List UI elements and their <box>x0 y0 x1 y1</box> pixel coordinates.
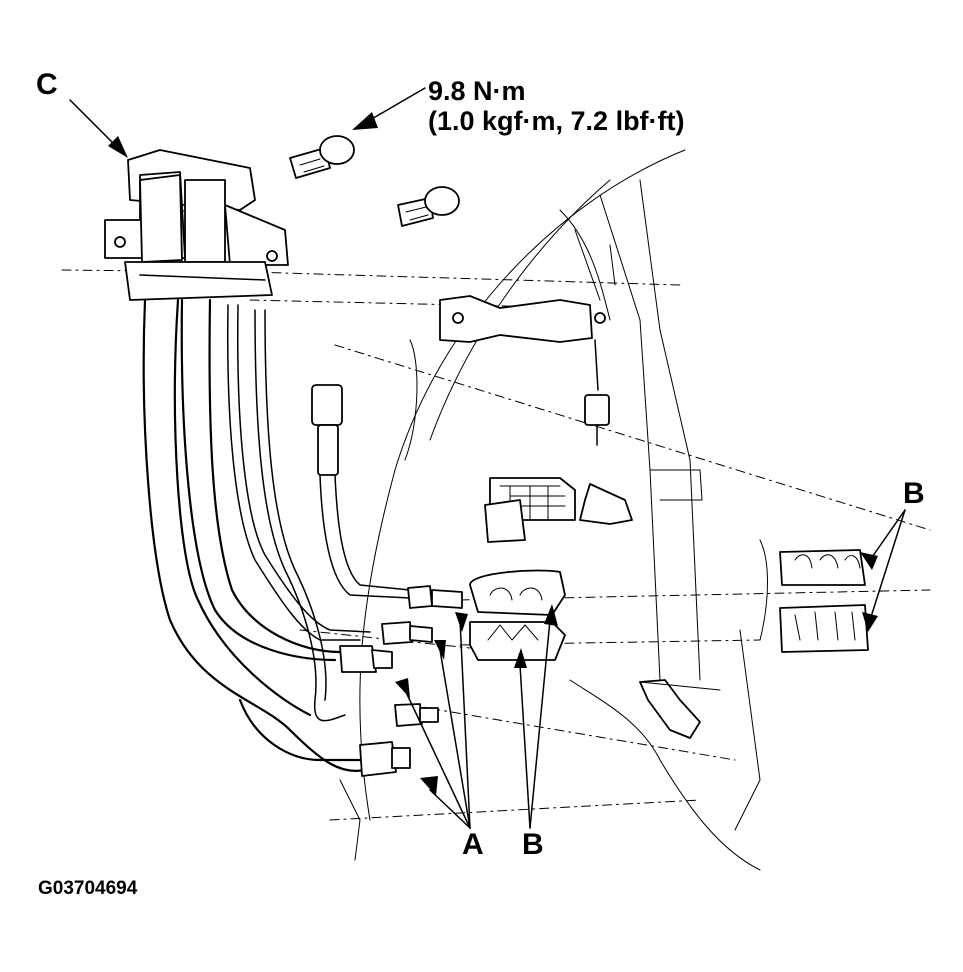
torque-spec: 9.8 N·m (1.0 kgf·m, 7.2 lbf·ft) <box>428 76 685 136</box>
lower-clip <box>639 679 721 739</box>
torque-line-1: 9.8 N·m <box>428 76 526 106</box>
clip-pair-center <box>469 569 566 661</box>
callout-a: A <box>462 828 484 861</box>
body-panel-outline <box>339 149 768 871</box>
upper-bracket <box>439 295 610 446</box>
figure-code: G03704694 <box>38 878 138 899</box>
hoses <box>142 298 371 773</box>
leader-arrows <box>69 87 906 829</box>
bolt-lower <box>397 186 460 227</box>
torque-line-2: (1.0 kgf·m, 7.2 lbf·ft) <box>428 106 685 136</box>
bolt-upper <box>289 135 355 179</box>
callout-c: C <box>36 68 58 101</box>
callout-b-bottom: B <box>522 828 544 861</box>
pipe-fittings <box>339 585 463 777</box>
valve-block <box>104 149 289 301</box>
clip-pair-right <box>779 549 869 653</box>
connector-upper <box>484 477 633 543</box>
callout-b-right: B <box>903 477 925 510</box>
sensor-lead <box>311 384 411 599</box>
